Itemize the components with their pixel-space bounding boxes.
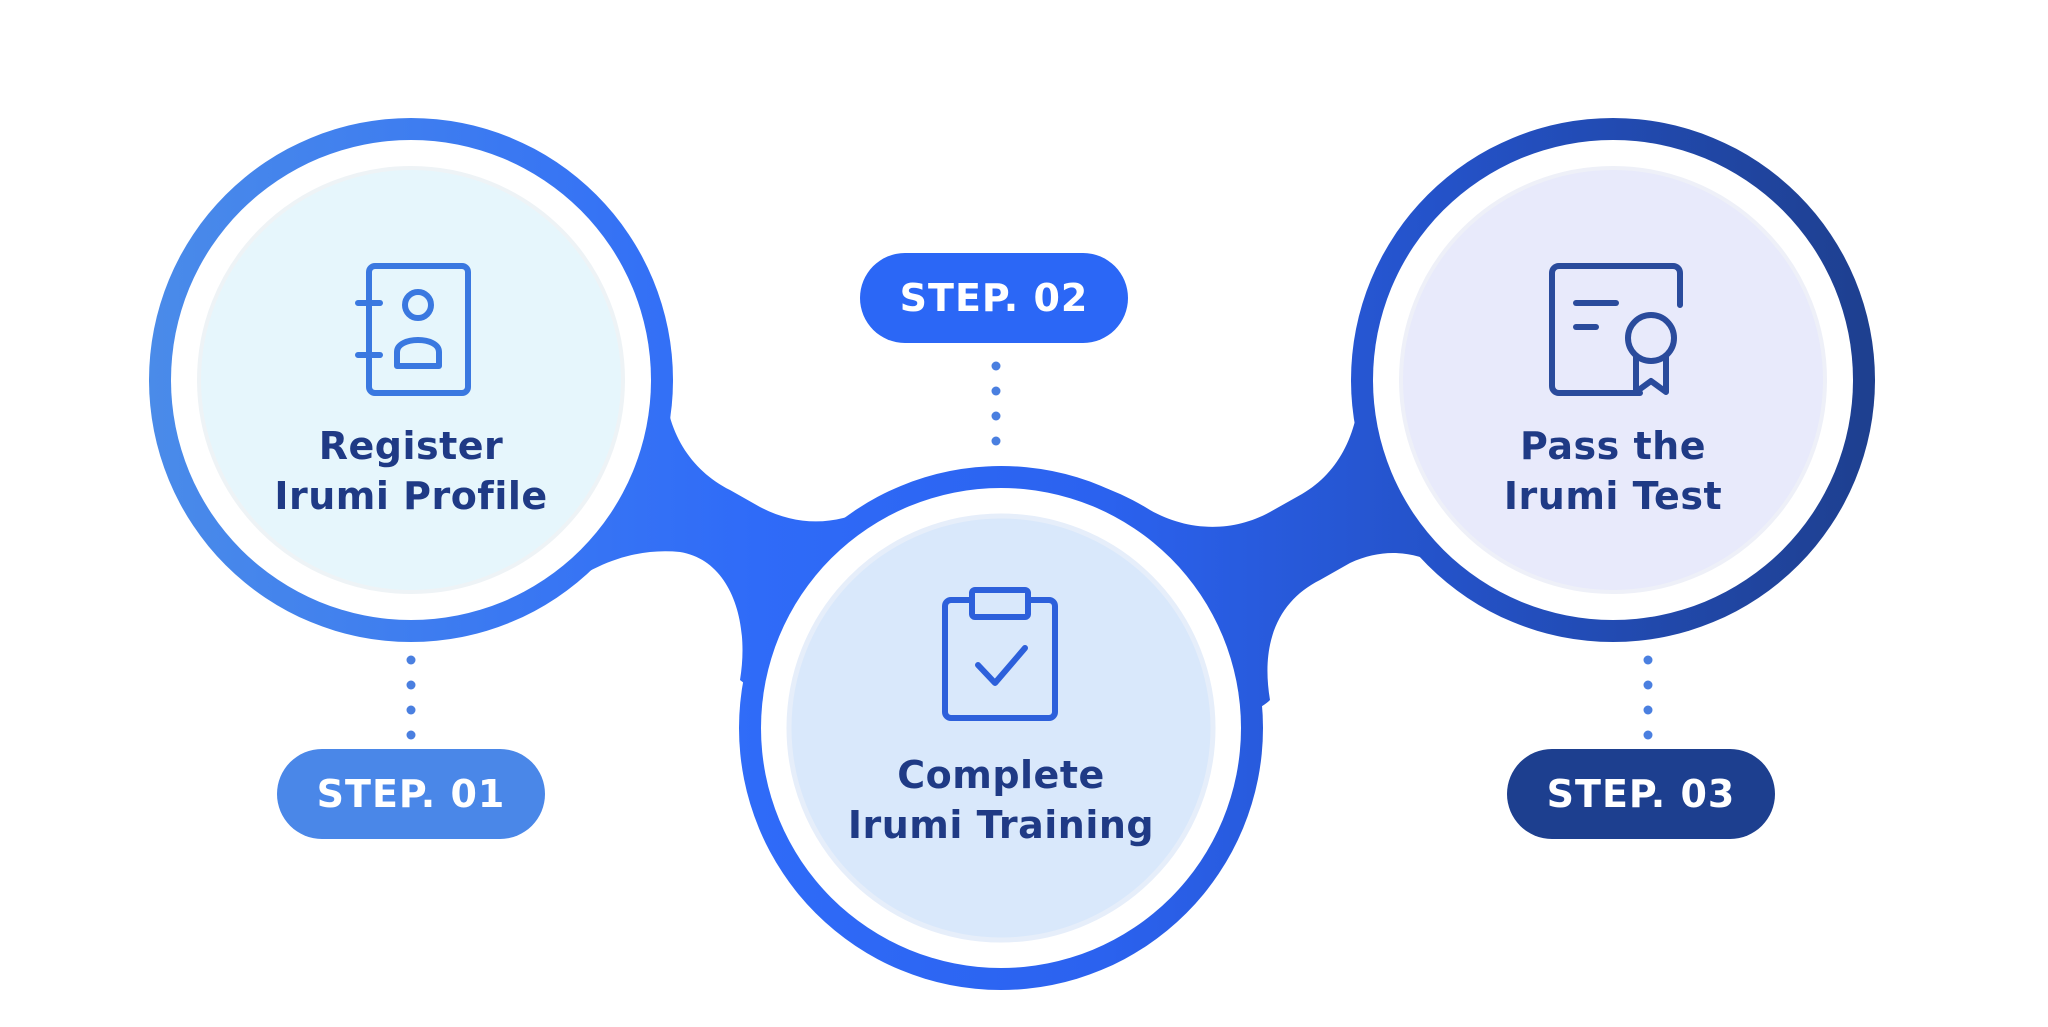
step-2-title: Complete Irumi Training <box>846 750 1156 850</box>
step-1-title-line-2: Irumi Profile <box>274 474 548 518</box>
contact-book-icon <box>355 263 471 396</box>
step-3-title: Pass the Irumi Test <box>1463 421 1763 521</box>
step-3-badge: STEP. 03 <box>1507 749 1775 839</box>
step-2-dotted-leader <box>991 361 1001 446</box>
step-1-inner-circle <box>197 166 625 594</box>
step-2-inner-circle <box>786 513 1216 943</box>
step-3-dotted-leader <box>1643 655 1653 740</box>
step-3-inner-circle <box>1399 166 1827 594</box>
certificate-icon <box>1549 263 1683 396</box>
step-2-badge: STEP. 02 <box>860 253 1128 343</box>
step-1-badge: STEP. 01 <box>277 749 545 839</box>
step-1-title: Register Irumi Profile <box>261 421 561 521</box>
step-2-title-line-1: Complete <box>897 753 1105 797</box>
step-3-title-line-1: Pass the <box>1520 424 1706 468</box>
step-3-title-line-2: Irumi Test <box>1503 474 1723 518</box>
step-1-title-line-1: Register <box>318 424 504 468</box>
step-1-dotted-leader <box>406 655 416 740</box>
step-2-title-line-2: Irumi Training <box>847 803 1155 847</box>
clipboard-check-icon <box>942 587 1058 721</box>
